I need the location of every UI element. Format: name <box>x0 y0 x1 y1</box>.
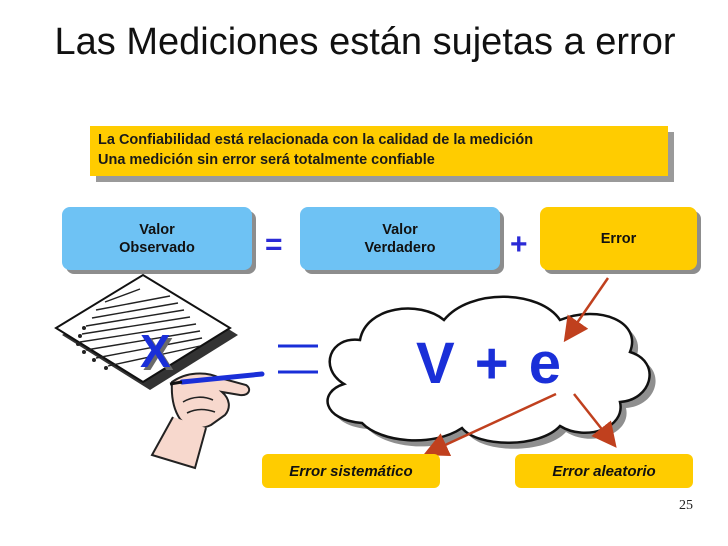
formula-observed-x: X <box>140 325 171 377</box>
arrow-to-random-error <box>573 393 617 448</box>
slide-title: Las Mediciones están sujetas a error <box>54 21 676 63</box>
error-box-label: Error <box>600 230 637 247</box>
true-value-line-1: Valor <box>382 221 418 238</box>
observed-value-box: Valor Observado <box>62 207 252 270</box>
true-value-line-2: Verdadero <box>364 239 436 256</box>
plus-sign: + <box>510 228 528 261</box>
equals-sign: = <box>265 228 283 261</box>
banner-line-1: La Confiabilidad está relacionada con la… <box>98 132 534 148</box>
random-error-box: Error aleatorio <box>515 454 693 488</box>
page-number: 25 <box>679 498 693 513</box>
arrow-error-to-e <box>563 277 610 343</box>
observed-value-line-2: Observado <box>119 239 195 256</box>
true-value-box: Valor Verdadero <box>300 207 500 270</box>
systematic-error-label: Error sistemático <box>289 462 413 480</box>
banner-line-2: Una medición sin error será totalmente c… <box>98 152 435 168</box>
writing-hand-illustration <box>150 371 265 470</box>
observed-value-line-1: Valor <box>139 221 175 238</box>
systematic-error-box: Error sistemático <box>262 454 440 488</box>
banner: La Confiabilidad está relacionada con la… <box>90 126 668 176</box>
random-error-label: Error aleatorio <box>552 462 656 480</box>
error-box: Error <box>540 207 697 270</box>
formula-v-plus-e: V + e <box>416 331 564 396</box>
formula-equals-icon <box>278 344 318 374</box>
exam-sheet-illustration <box>54 273 238 390</box>
arrow-to-systematic-error <box>423 392 557 457</box>
